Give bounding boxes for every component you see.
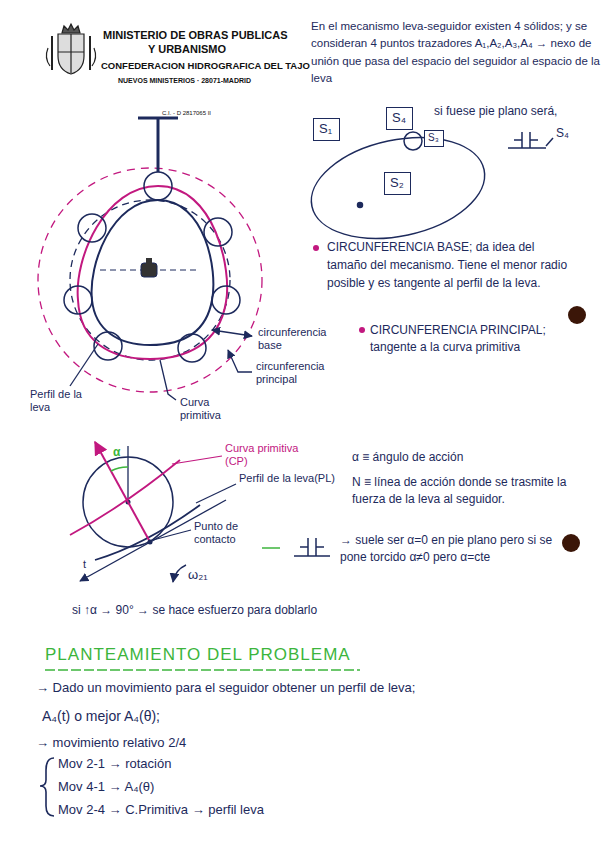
note-text: circunferencia principal — [256, 360, 340, 386]
note-text: circunferencia base — [258, 326, 342, 352]
note-text: MINISTERIO DE OBRAS PUBLICAS — [103, 29, 288, 42]
solid-box: S₃ — [424, 130, 444, 147]
flat-foot-symbol — [262, 538, 330, 556]
note-text: → movimiento relativo 2/4 — [36, 735, 186, 752]
note-text: Punto de contacto — [194, 520, 266, 545]
note-text: α — [113, 446, 120, 459]
note-text: → suele ser α=0 en pie plano pero si se … — [340, 532, 560, 566]
cam-drawing — [38, 118, 262, 392]
binder-hole — [568, 306, 586, 324]
note-text: Mov 4-1 → A₄(θ) — [58, 779, 154, 796]
bullet-dot — [359, 327, 365, 333]
note-text: N ≡ línea de acción donde se trasmite la… — [352, 474, 567, 508]
note-text: Y URBANISMO — [148, 43, 226, 56]
note-text: ω₂₁ — [188, 568, 208, 582]
note-text: Perfil de la leva(PL) — [239, 472, 335, 485]
coat-of-arms — [46, 24, 95, 74]
solid-box: S₂ — [384, 172, 411, 195]
note-text: Curva primitiva (CP) — [225, 442, 299, 467]
note-text: t — [83, 558, 86, 570]
brace — [40, 758, 54, 816]
note-text: Mov 2-1 → rotación — [58, 756, 171, 773]
solid-label: S₁ — [319, 121, 334, 137]
note-text: A₄(t) o mejor A₄(θ); — [42, 707, 160, 725]
note-text: Curva primitiva — [180, 396, 244, 422]
note-text: CIRCUNFERENCIA BASE; da idea del tamaño … — [327, 238, 569, 292]
solid-box: S₄ — [386, 107, 413, 130]
note-text: S₄ — [556, 126, 569, 140]
note-text: CIRCUNFERENCIA PRINCIPAL; tangente a la … — [370, 322, 570, 356]
solid-box: S₁ — [313, 118, 340, 141]
solid-label: S₃ — [428, 132, 440, 144]
note-text: C.I. - D 2817065 II — [162, 110, 211, 117]
leader-lines — [70, 330, 252, 400]
binder-hole — [562, 534, 580, 552]
solid-label: S₂ — [390, 175, 405, 191]
note-text: Perfil de la leva — [30, 388, 94, 414]
title-underline — [45, 669, 360, 671]
flat-foot-symbol — [508, 132, 553, 148]
action-angle-drawing — [70, 442, 236, 582]
note-text: En el mecanismo leva-seguidor existen 4 … — [311, 18, 602, 87]
note-text: Mov 2-4 → C.Primitiva → perfil leva — [58, 802, 264, 819]
note-text: α ≡ ángulo de acción — [352, 450, 463, 466]
note-text: PLANTEAMIENTO DEL PROBLEMA — [45, 645, 351, 665]
note-text: si fuese pie plano será, — [434, 104, 557, 120]
bullet-dot — [313, 245, 319, 251]
note-text: si ↑α → 90° → se hace esfuerzo para dobl… — [72, 603, 317, 619]
solid-label: S₄ — [392, 110, 407, 126]
note-text: → Dado un movimiento para el seguidor ob… — [36, 680, 415, 697]
cam-sketch — [302, 123, 494, 253]
note-text: CONFEDERACION HIDROGRAFICA DEL TAJO — [101, 60, 310, 71]
note-text: NUEVOS MINISTERIOS · 28071-MADRID — [118, 77, 251, 85]
